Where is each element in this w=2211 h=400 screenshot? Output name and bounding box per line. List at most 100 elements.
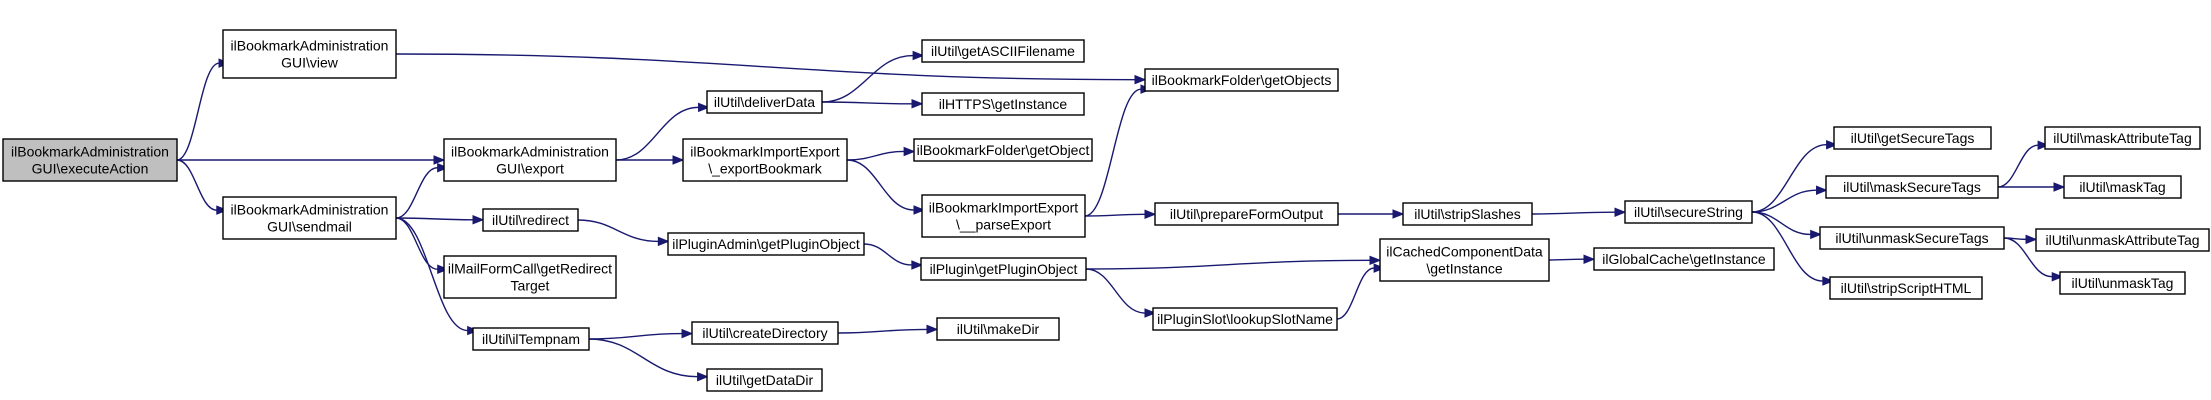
node-root[interactable]: ilBookmarkAdministrationGUI\executeActio… [2,138,178,182]
node-label: ilUtil\getDataDir [716,372,814,388]
node-folderGetObject[interactable]: ilBookmarkFolder\getObject [913,138,1093,162]
node-box [682,138,848,182]
node-unmaskAttributeTag[interactable]: ilUtil\unmaskAttributeTag [2035,228,2210,252]
node-box [921,194,1086,238]
edge-lookupSlotName-to-cachedComponent [1336,263,1386,320]
edge-line [863,243,912,266]
edge-export-to-exportBookmark [615,155,685,165]
edge-maskSecureTags-to-maskTag [1997,182,2066,192]
edge-prepareFormOutput-to-stripSlashes [1338,209,1405,219]
node-label: ilBookmarkImportExport [690,144,839,160]
edge-cachedComponent-to-globalCache [1548,254,1596,264]
node-label: ilBookmarkImportExport [929,200,1078,216]
arrowhead [437,162,449,173]
node-label: \getInstance [1426,261,1502,277]
node-httpsGetInstance[interactable]: ilHTTPS\getInstance [921,92,1085,116]
edge-root-to-view [176,58,231,161]
arrowhead [698,102,710,113]
node-maskSecureTags[interactable]: ilUtil\maskSecureTags [1825,175,1999,199]
edge-line [846,159,915,211]
edge-deliverData-to-getASCIIFilename [821,50,925,103]
node-deliverData[interactable]: ilUtil\deliverData [706,90,823,114]
node-lookupSlotName[interactable]: ilPluginSlot\lookupSlotName [1152,307,1338,331]
node-getASCIIFilename[interactable]: ilUtil\getASCIIFilename [921,39,1085,63]
node-label: ilUtil\makeDir [957,321,1040,337]
node-getSecureTags[interactable]: ilUtil\getSecureTags [1833,126,1992,150]
arrowhead [681,328,694,339]
node-exportBookmark[interactable]: ilBookmarkImportExport\_exportBookmark [682,138,848,182]
edge-line [821,101,913,105]
node-box [1593,247,1775,271]
arrowhead [657,236,670,247]
node-box [222,196,397,240]
node-stripSlashes[interactable]: ilUtil\stripSlashes [1402,202,1533,226]
edge-getPluginObject-to-lookupSlotName [1085,268,1157,318]
edge-root-to-sendmail [176,159,229,215]
arrowhead [912,50,925,61]
node-label: ilBookmarkAdministration [451,144,609,160]
node-box [2,138,178,182]
node-label: ilBookmarkFolder\getObjects [1152,72,1332,88]
node-box [443,138,617,182]
edge-line [1531,211,1616,215]
edge-line [395,167,438,219]
node-unmaskTag[interactable]: ilUtil\unmaskTag [2059,271,2186,295]
node-label: ilUtil\maskAttributeTag [2053,130,2192,146]
arrowhead [1583,254,1596,264]
node-label: ilUtil\unmaskSecureTags [1835,230,1988,246]
node-parseExport[interactable]: ilBookmarkImportExport\__parseExport [921,194,1086,238]
arrowhead [1134,74,1147,85]
node-label: ilUtil\stripScriptHTML [1841,280,1972,296]
node-makeDir[interactable]: ilUtil\makeDir [936,317,1060,341]
node-label: ilCachedComponentData [1386,244,1543,260]
edge-line [821,54,914,103]
node-ilTempnam[interactable]: ilUtil\ilTempnam [472,327,590,351]
edge-line [395,217,468,332]
node-box [2063,175,2182,199]
arrowhead [1816,185,1828,195]
node-stripScriptHTML[interactable]: ilUtil\stripScriptHTML [1829,276,1983,300]
node-maskAttributeTag[interactable]: ilUtil\maskAttributeTag [2044,126,2201,150]
edge-sendmail-to-mailFormCall [395,217,450,274]
edge-unmaskSecureTags-to-unmaskTag [2003,237,2064,282]
edge-parseExport-to-prepareFormOutput [1084,209,1157,220]
arrowhead [433,155,446,165]
node-createDirectory[interactable]: ilUtil\createDirectory [691,321,839,345]
call-nodes: ilBookmarkAdministrationGUI\executeActio… [2,29,2210,392]
node-box [1825,175,1999,199]
edge-line [577,219,659,243]
node-box [443,255,617,299]
node-box [706,90,823,114]
node-getPluginObjectAdmin[interactable]: ilPluginAdmin\getPluginObject [667,232,865,256]
node-secureString[interactable]: ilUtil\secureString [1624,200,1753,224]
node-label: ilUtil\deliverData [714,94,815,110]
node-box [667,232,865,256]
node-globalCache[interactable]: ilGlobalCache\getInstance [1593,247,1775,271]
node-getDataDir[interactable]: ilUtil\getDataDir [706,368,823,392]
node-cachedComponent[interactable]: ilCachedComponentData\getInstance [1379,238,1550,282]
node-label: GUI\executeAction [32,161,149,177]
arrowhead [2051,271,2064,282]
edge-line [846,150,905,161]
node-redirect[interactable]: ilUtil\redirect [482,208,579,232]
node-getPluginObject[interactable]: ilPlugin\getPluginObject [920,257,1087,281]
node-prepareFormOutput[interactable]: ilUtil\prepareFormOutput [1154,202,1339,226]
node-folderGetObjects[interactable]: ilBookmarkFolder\getObjects [1144,68,1339,92]
arrowhead [1144,209,1157,220]
node-box [921,39,1085,63]
node-label: \_exportBookmark [708,161,823,177]
node-label: ilUtil\createDirectory [702,325,827,341]
node-label: \__parseExport [956,217,1051,233]
node-unmaskSecureTags[interactable]: ilUtil\unmaskSecureTags [1819,226,2005,250]
node-box [936,317,1060,341]
arrowhead [1392,209,1405,219]
node-label: ilBookmarkAdministration [231,202,389,218]
arrowhead [697,371,709,382]
node-maskTag[interactable]: ilUtil\maskTag [2063,175,2182,199]
edge-line [1751,211,1811,236]
